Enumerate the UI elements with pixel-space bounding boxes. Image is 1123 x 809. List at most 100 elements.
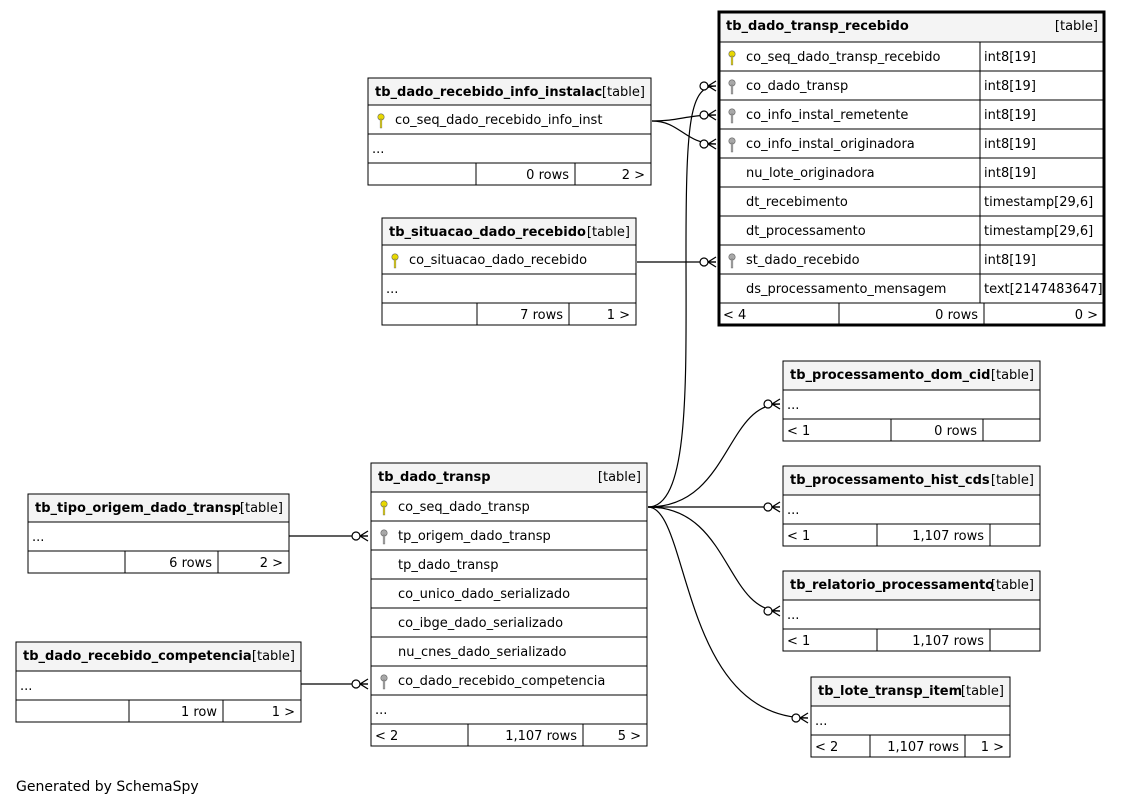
foreign-key-icon: [380, 674, 388, 690]
optional-circle-marker: [699, 257, 709, 267]
column-name: co_unico_dado_serializado: [398, 587, 570, 602]
column-row: co_dado_recebido_competencia: [371, 674, 647, 696]
table-border: [810, 676, 1011, 758]
column-type: int8[19]: [984, 253, 1036, 268]
table-border: [15, 641, 302, 723]
table-type-label: [table]: [587, 225, 630, 240]
column-row: ds_processamento_mensagem text[2147483647…: [719, 274, 1104, 304]
table-name: tb_lote_transp_item: [818, 684, 962, 699]
primary-key-icon: [377, 113, 385, 129]
column-row: co_ibge_dado_serializado: [371, 616, 647, 638]
column-type: int8[19]: [984, 108, 1036, 123]
column-name: nu_lote_originadora: [746, 166, 875, 181]
column-name: ...: [815, 714, 827, 729]
more-columns-row: ...: [371, 703, 647, 725]
column-name: ...: [386, 282, 398, 297]
row-count: 6 rows: [169, 556, 212, 571]
parents-count: < 1: [787, 424, 810, 439]
row-count: 1,107 rows: [505, 729, 577, 744]
table-type-label: [table]: [602, 85, 645, 100]
edge-competencia-to-dado: [301, 678, 369, 690]
foreign-key-icon: [728, 137, 736, 153]
crows-foot-marker: [707, 138, 717, 150]
column-name: dt_processamento: [746, 224, 866, 239]
column-type: int8[19]: [984, 137, 1036, 152]
row-count: 1,107 rows: [912, 634, 984, 649]
table-tb-dado-transp[interactable]: tb_dado_transp [table] co_seq_dado_transpt…: [370, 462, 648, 747]
table-type-label: [table]: [1055, 19, 1098, 34]
column-name: co_info_instal_originadora: [746, 137, 915, 152]
table-border: [782, 570, 1041, 652]
parents-count: < 4: [723, 308, 746, 323]
table-name: tb_dado_recebido_competencia: [23, 649, 252, 664]
crows-foot-marker: [799, 712, 809, 724]
table-border: [381, 217, 637, 326]
foreign-key-icon: [728, 253, 736, 269]
crows-foot-marker: [771, 605, 781, 617]
table-name: tb_processamento_hist_cds: [790, 473, 990, 488]
column-name: ...: [20, 679, 32, 694]
table-name: tb_dado_transp: [378, 470, 491, 485]
optional-circle-marker: [763, 606, 773, 616]
table-border: [717, 10, 1106, 327]
column-name: ...: [787, 398, 799, 413]
optional-circle-marker: [699, 110, 709, 120]
column-name: ...: [375, 703, 387, 718]
column-type: text[2147483647]: [984, 282, 1103, 297]
primary-key-icon: [380, 500, 388, 516]
optional-circle-marker: [763, 502, 773, 512]
table-name: tb_tipo_origem_dado_transp: [35, 501, 241, 516]
column-name: dt_recebimento: [746, 195, 848, 210]
table-tb-dado-recebido-competencia[interactable]: tb_dado_recebido_competencia[table]...1 …: [15, 641, 302, 723]
column-row: co_seq_dado_transp: [371, 500, 647, 522]
foreign-key-icon: [380, 529, 388, 545]
column-name: co_seq_dado_transp_recebido: [746, 50, 941, 65]
table-type-label: [table]: [598, 470, 641, 485]
table-tb-dado-transp-recebido[interactable]: tb_dado_transp_recebido [table] co_seq_dad…: [717, 10, 1106, 327]
row-count: 1,107 rows: [912, 529, 984, 544]
column-name: tp_dado_transp: [398, 558, 498, 573]
parents-count: < 2: [375, 729, 398, 744]
children-count: 2 >: [260, 556, 283, 571]
more-columns-row: ...: [382, 282, 636, 304]
children-count: 1 >: [981, 740, 1004, 755]
more-columns-row: ...: [368, 142, 651, 164]
table-tb-dado-recebido-info-instalac[interactable]: tb_dado_recebido_info_instalac[table]co_…: [367, 77, 652, 186]
column-row: co_unico_dado_serializado: [371, 587, 647, 609]
column-type: timestamp[29,6]: [984, 195, 1093, 210]
optional-circle-marker: [351, 679, 361, 689]
column-name: co_dado_recebido_competencia: [398, 674, 605, 689]
edge-dado-transp-to-relatorio: [647, 506, 781, 617]
column-name: co_situacao_dado_recebido: [409, 253, 587, 268]
column-name: co_seq_dado_recebido_info_inst: [395, 113, 602, 128]
row-count: 7 rows: [520, 308, 563, 323]
crows-foot-marker: [707, 80, 717, 92]
column-type: int8[19]: [984, 166, 1036, 181]
table-border: [27, 493, 290, 574]
column-type: int8[19]: [984, 79, 1036, 94]
column-row: co_info_instal_originadora int8[19]: [719, 129, 1104, 159]
column-name: ds_processamento_mensagem: [746, 282, 946, 297]
table-border: [782, 465, 1041, 547]
table-tb-tipo-origem-dado-transp[interactable]: tb_tipo_origem_dado_transp[table]...6 ro…: [27, 493, 290, 574]
more-columns-row: ...: [811, 714, 1010, 736]
edge-tipo-origem-to-dado: [289, 530, 369, 542]
foreign-key-icon: [728, 108, 736, 124]
children-count: 2 >: [622, 168, 645, 183]
table-type-label: [table]: [240, 501, 283, 516]
table-tb-situacao-dado-recebido[interactable]: tb_situacao_dado_recebido[table]co_situa…: [381, 217, 637, 326]
table-name: tb_dado_transp_recebido: [726, 19, 909, 34]
table-type-label: [table]: [252, 649, 295, 664]
